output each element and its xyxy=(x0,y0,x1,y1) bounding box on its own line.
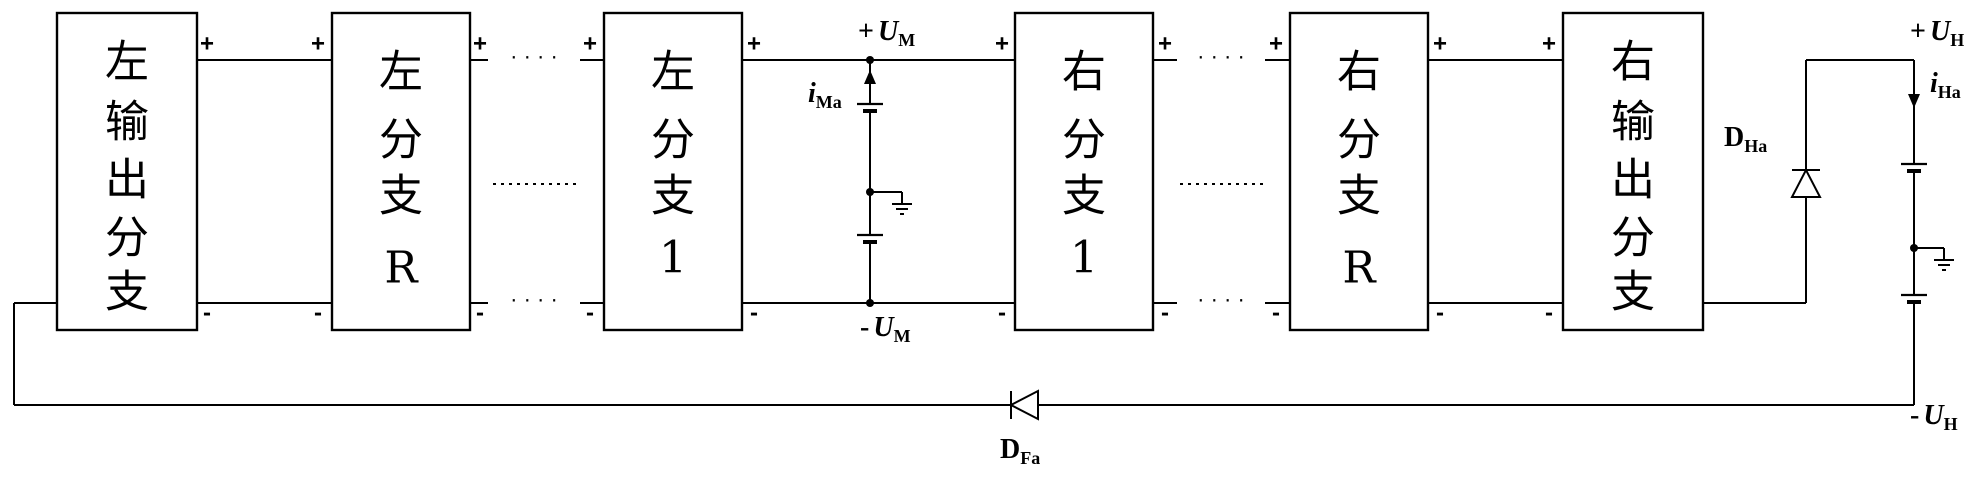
current-arrow-ima xyxy=(864,70,876,84)
minus-sign: - xyxy=(1436,300,1444,327)
right-output-circuit xyxy=(1790,59,1954,405)
block-char: 分 xyxy=(1062,115,1106,166)
ellipsis-top-right: · · · · xyxy=(1197,44,1245,69)
block-char: 右 xyxy=(1611,37,1655,88)
plus-sign: + xyxy=(1158,31,1172,58)
minus-sign: - xyxy=(998,300,1006,327)
block-left-branch-1: 左 分 支 1 xyxy=(602,11,744,332)
ellipsis-bottom-right: · · · · xyxy=(1197,287,1245,312)
ground-icon xyxy=(1914,247,1954,271)
minus-sign: - xyxy=(1545,300,1553,327)
block-char: 出 xyxy=(105,155,149,206)
junction-dot xyxy=(866,299,874,307)
label-uh-negative: -UH xyxy=(1910,400,1958,434)
block-char: 支 xyxy=(1337,171,1381,222)
plus-sign: + xyxy=(473,31,487,58)
minus-sign: - xyxy=(203,300,211,327)
block-char: 1 xyxy=(659,233,687,284)
block-char: 分 xyxy=(1337,115,1381,166)
plus-sign: + xyxy=(200,31,214,58)
minus-sign: - xyxy=(750,300,758,327)
block-char: 右 xyxy=(1337,47,1381,98)
minus-sign: - xyxy=(1161,300,1169,327)
block-char: R xyxy=(1342,243,1377,294)
block-char: 支 xyxy=(379,171,423,222)
junction-dot xyxy=(866,56,874,64)
block-char: 出 xyxy=(1611,155,1655,206)
plus-sign: + xyxy=(311,31,325,58)
ellipsis-markers: · · · · · · · · · · · · · · · · xyxy=(493,44,1263,312)
block-left-branch-r: 左 分 支 R xyxy=(330,11,472,332)
label-uh-positive: +UH xyxy=(1910,16,1964,50)
block-char: R xyxy=(384,243,419,294)
labels: +UM -UM iMa +UH iHa DHa -UH DFa xyxy=(808,16,1964,468)
block-char: 分 xyxy=(379,115,423,166)
minus-sign: - xyxy=(476,300,484,327)
block-char: 输 xyxy=(105,97,149,148)
block-left-output-branch: 左 输 出 分 支 xyxy=(55,11,199,332)
current-arrow-iha xyxy=(1908,94,1920,108)
label-dfa: DFa xyxy=(1000,434,1040,468)
return-loop xyxy=(13,302,1914,421)
block-char: 输 xyxy=(1611,97,1655,148)
label-ima: iMa xyxy=(808,78,842,112)
minus-sign: - xyxy=(1272,300,1280,327)
ellipsis-bottom-left: · · · · xyxy=(510,287,558,312)
label-dha: DHa xyxy=(1724,122,1767,156)
block-right-branch-1: 右 分 支 1 xyxy=(1013,11,1155,332)
block-char: 支 xyxy=(105,267,149,318)
label-um-negative: -UM xyxy=(860,312,911,346)
block-char: 1 xyxy=(1070,233,1098,284)
middle-battery-stack xyxy=(857,56,912,307)
plus-sign: + xyxy=(747,31,761,58)
plus-sign: + xyxy=(1269,31,1283,58)
block-char: 分 xyxy=(105,213,149,264)
polarity-markers: + + + + + + + + + + - - - - - - - - - - xyxy=(200,31,1556,327)
block-char: 右 xyxy=(1062,47,1106,98)
ground-icon xyxy=(870,191,912,215)
block-char: 左 xyxy=(651,47,695,98)
minus-sign: - xyxy=(314,300,322,327)
block-char: 左 xyxy=(379,47,423,98)
plus-sign: + xyxy=(995,31,1009,58)
block-char: 支 xyxy=(651,171,695,222)
block-char: 分 xyxy=(651,115,695,166)
plus-sign: + xyxy=(1433,31,1447,58)
label-um-positive: +UM xyxy=(858,16,915,50)
minus-sign: - xyxy=(586,300,594,327)
block-char: 支 xyxy=(1611,267,1655,318)
block-right-output-branch: 右 输 出 分 支 xyxy=(1561,11,1705,332)
block-char: 支 xyxy=(1062,171,1106,222)
diode-dha-icon xyxy=(1790,167,1822,198)
block-char: 左 xyxy=(105,37,149,88)
label-iha: iHa xyxy=(1930,68,1961,102)
ellipsis-top-left: · · · · xyxy=(510,44,558,69)
diode-dfa-icon xyxy=(1008,389,1039,421)
plus-sign: + xyxy=(1542,31,1556,58)
block-char: 分 xyxy=(1611,213,1655,264)
block-right-branch-r: 右 分 支 R xyxy=(1288,11,1430,332)
plus-sign: + xyxy=(583,31,597,58)
